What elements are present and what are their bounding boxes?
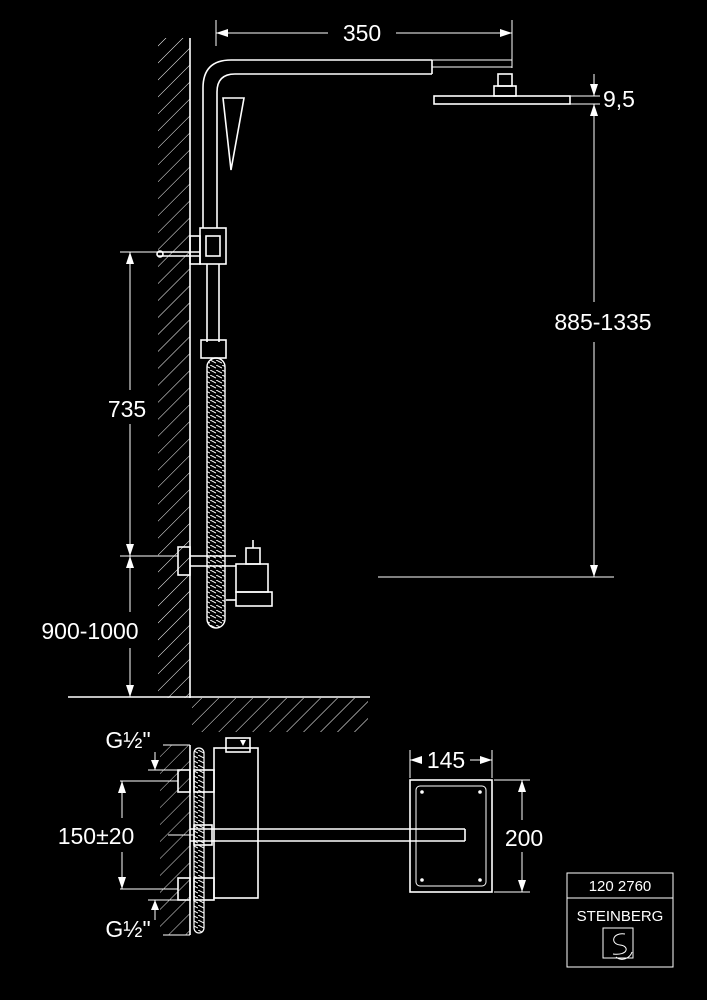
- article-number: 120 2760: [589, 878, 652, 895]
- label-plate-height: 200: [505, 825, 543, 851]
- head-connector: [497, 73, 513, 87]
- dimension-plate-height: 200: [494, 779, 543, 893]
- diverter-block: [199, 227, 227, 265]
- dimension-head-thickness: 9,5: [570, 74, 635, 112]
- dimension-inlet-bottom: G½": [105, 899, 178, 942]
- wall: [158, 38, 191, 698]
- wall-hatching: [158, 38, 190, 698]
- label-arm-length: 350: [343, 20, 381, 46]
- riser-outer-line: [202, 59, 432, 228]
- label-head-height: 885-1335: [554, 309, 651, 335]
- dimension-plate-width: 145: [409, 747, 493, 778]
- dimension-inlet-top: G½": [105, 727, 178, 771]
- wall-plate-inner: [415, 785, 487, 887]
- title-block: 120 2760 STEINBERG: [566, 872, 674, 968]
- dimension-inlet-spacing: 150±20: [58, 781, 135, 889]
- dimension-bar-length: 735: [108, 251, 178, 557]
- dimension-head-height: 885-1335: [378, 104, 652, 578]
- riser-inner-line: [216, 73, 432, 228]
- dimension-arm-length: 350: [215, 20, 513, 68]
- mixer-spout: [235, 591, 273, 607]
- label-mixer-height: 900-1000: [41, 618, 138, 644]
- shower-column: [156, 59, 571, 629]
- mixer-wall-bracket: [177, 546, 191, 576]
- label-plate-width: 145: [427, 747, 465, 773]
- wall-plate-outer: [409, 779, 493, 893]
- steinberg-logo-icon: [602, 927, 634, 960]
- wall-plate-front: [409, 779, 493, 893]
- rain-shower-head: [433, 95, 571, 105]
- shower-hose: [206, 357, 226, 629]
- floor: [68, 696, 370, 732]
- dimension-mixer-height: 900-1000: [41, 556, 139, 697]
- floor-hatching: [192, 698, 368, 732]
- label-inlet-spacing: 150±20: [58, 823, 135, 849]
- thermostat-mixer: [235, 563, 269, 593]
- label-inlet-top: G½": [105, 727, 150, 753]
- title-block-frame: [566, 872, 674, 968]
- mixer-side-detail: [120, 737, 466, 936]
- label-inlet-bottom: G½": [105, 916, 150, 942]
- hose-holder: [200, 339, 227, 359]
- brand-name: STEINBERG: [577, 908, 664, 925]
- label-head-thickness: 9,5: [603, 86, 635, 112]
- side-mixer-body: [213, 747, 259, 899]
- label-bar-length: 735: [108, 396, 146, 422]
- mixer-lever: [245, 547, 261, 565]
- hand-shower: [222, 97, 245, 171]
